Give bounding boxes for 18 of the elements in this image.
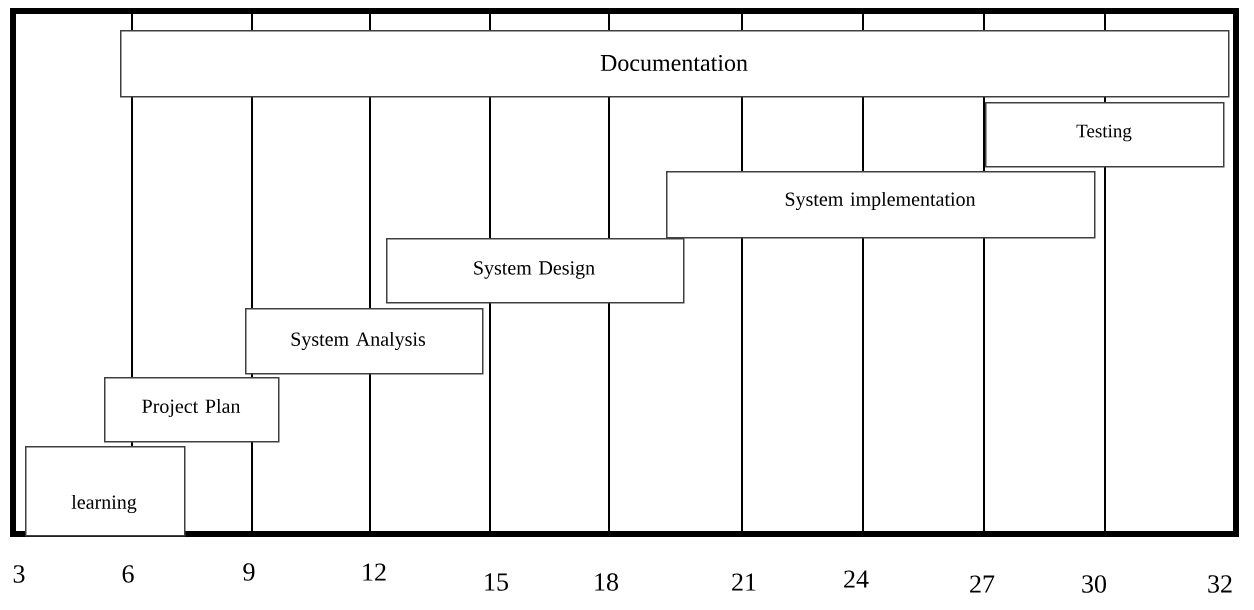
tick-label: 24 [844,570,869,588]
tick-label: 3 [13,565,25,583]
tick-label: 15 [485,573,508,591]
tick-label: 18 [595,573,618,591]
tick-label: 30 [1082,575,1106,593]
task-bar: Testing [985,102,1225,168]
tick-label: 9 [243,563,255,581]
task-bar: Project Plan [104,377,280,443]
task-bar: Documentation [120,30,1230,98]
task-bar: System implementation [666,171,1096,239]
tick-label: 32 [1208,575,1232,593]
task-bar: System Design [386,238,685,304]
tick-label: 27 [970,575,995,593]
tick-label: 21 [732,573,756,591]
tick-label: 12 [363,563,386,581]
task-bar: System Analysis [245,308,484,375]
task-bar: learning [25,446,186,537]
tick-label: 6 [122,565,134,583]
